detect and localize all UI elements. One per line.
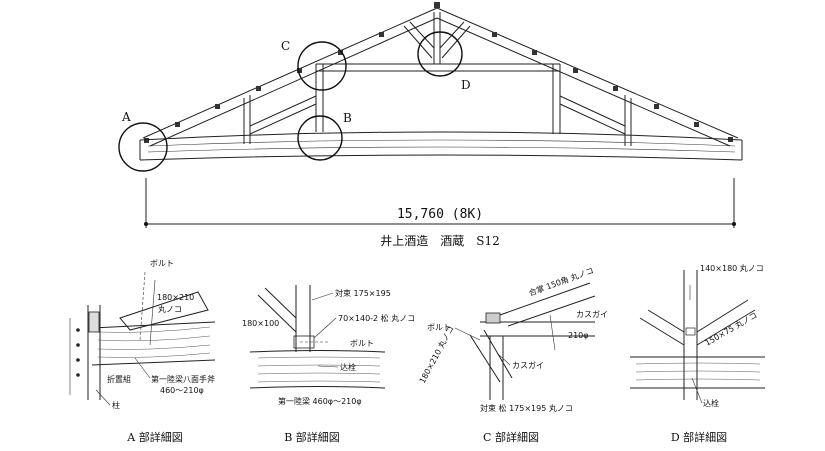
- detail-circle-b: [297, 115, 343, 161]
- span-dimension-line: 15,760 (8K): [144, 178, 736, 228]
- detail-circle-a: [118, 122, 168, 172]
- detail-a: ボルト 180×210 丸ノコ 折置組 第一陸梁八面手斧 460～210φ 柱: [69, 259, 216, 410]
- detail-circle-d: [417, 31, 463, 77]
- detail-b-beam: 第一陸梁 460φ～210φ: [278, 396, 362, 406]
- detail-a-bolt: ボルト: [150, 259, 174, 268]
- truss-elevation: A C B D: [118, 2, 743, 172]
- detail-circle-c: [297, 41, 347, 91]
- detail-c-bolt: ボルト: [427, 323, 451, 332]
- detail-a-size: 180×210: [157, 293, 194, 302]
- detail-d-top: 140×180 丸ノコ: [700, 263, 764, 273]
- drawing-title: 井上酒造 酒蔵 S12: [380, 234, 500, 248]
- detail-a-beam-dim: 460～210φ: [160, 386, 204, 395]
- circle-label-d: D: [461, 78, 471, 92]
- detail-c-kasugai2: カスガイ: [512, 360, 544, 370]
- detail-b-pine: 70×140-2 松 丸ノコ: [338, 313, 415, 323]
- detail-b: 対束 175×195 180×100 70×140-2 松 丸ノコ ボルト 込栓…: [242, 285, 415, 406]
- detail-d-pin: 込栓: [703, 398, 719, 408]
- detail-b-left: 180×100: [242, 319, 279, 328]
- detail-c-strut: 対束 松 175×195 丸ノコ: [480, 403, 573, 413]
- collar-beam: [316, 63, 560, 72]
- detail-b-pin: 込栓: [340, 362, 356, 372]
- span-dimension: 15,760 (8K): [397, 207, 483, 222]
- tie-beam: [139, 131, 743, 161]
- rafter-left: [142, 7, 438, 147]
- detail-b-bolt: ボルト: [350, 339, 374, 348]
- detail-d: 140×180 丸ノコ 150×75 丸ノコ 込栓: [630, 263, 765, 408]
- detail-b-caption: B 部詳細図: [284, 430, 340, 444]
- diagonals: [249, 21, 626, 135]
- detail-c-dim: 210φ: [568, 331, 589, 340]
- circle-label-c: C: [281, 39, 290, 53]
- struts: [243, 12, 632, 146]
- detail-a-maru: 丸ノコ: [158, 304, 182, 314]
- detail-c-caption: C 部詳細図: [483, 430, 539, 444]
- detail-a-pillar: 柱: [112, 400, 120, 410]
- purlin-blocks: [144, 2, 733, 143]
- circle-label-b: B: [343, 111, 352, 125]
- detail-d-diag: 150×75 丸ノコ: [703, 310, 759, 348]
- detail-d-caption: D 部詳細図: [671, 430, 727, 444]
- circle-label-a: A: [121, 110, 131, 124]
- detail-c-left: 180×210 丸ノコ: [417, 324, 456, 385]
- detail-c: 合掌 150角 丸ノコ カスガイ 210φ ボルト 180×210 丸ノコ カス…: [417, 265, 608, 413]
- detail-a-caption: A 部詳細図: [126, 430, 182, 444]
- rafter-right: [436, 7, 739, 147]
- detail-c-kasugai1: カスガイ: [576, 309, 608, 319]
- detail-a-beam: 第一陸梁八面手斧: [151, 374, 215, 384]
- detail-b-strut: 対束 175×195: [335, 288, 391, 298]
- detail-a-orioki: 折置組: [107, 374, 131, 384]
